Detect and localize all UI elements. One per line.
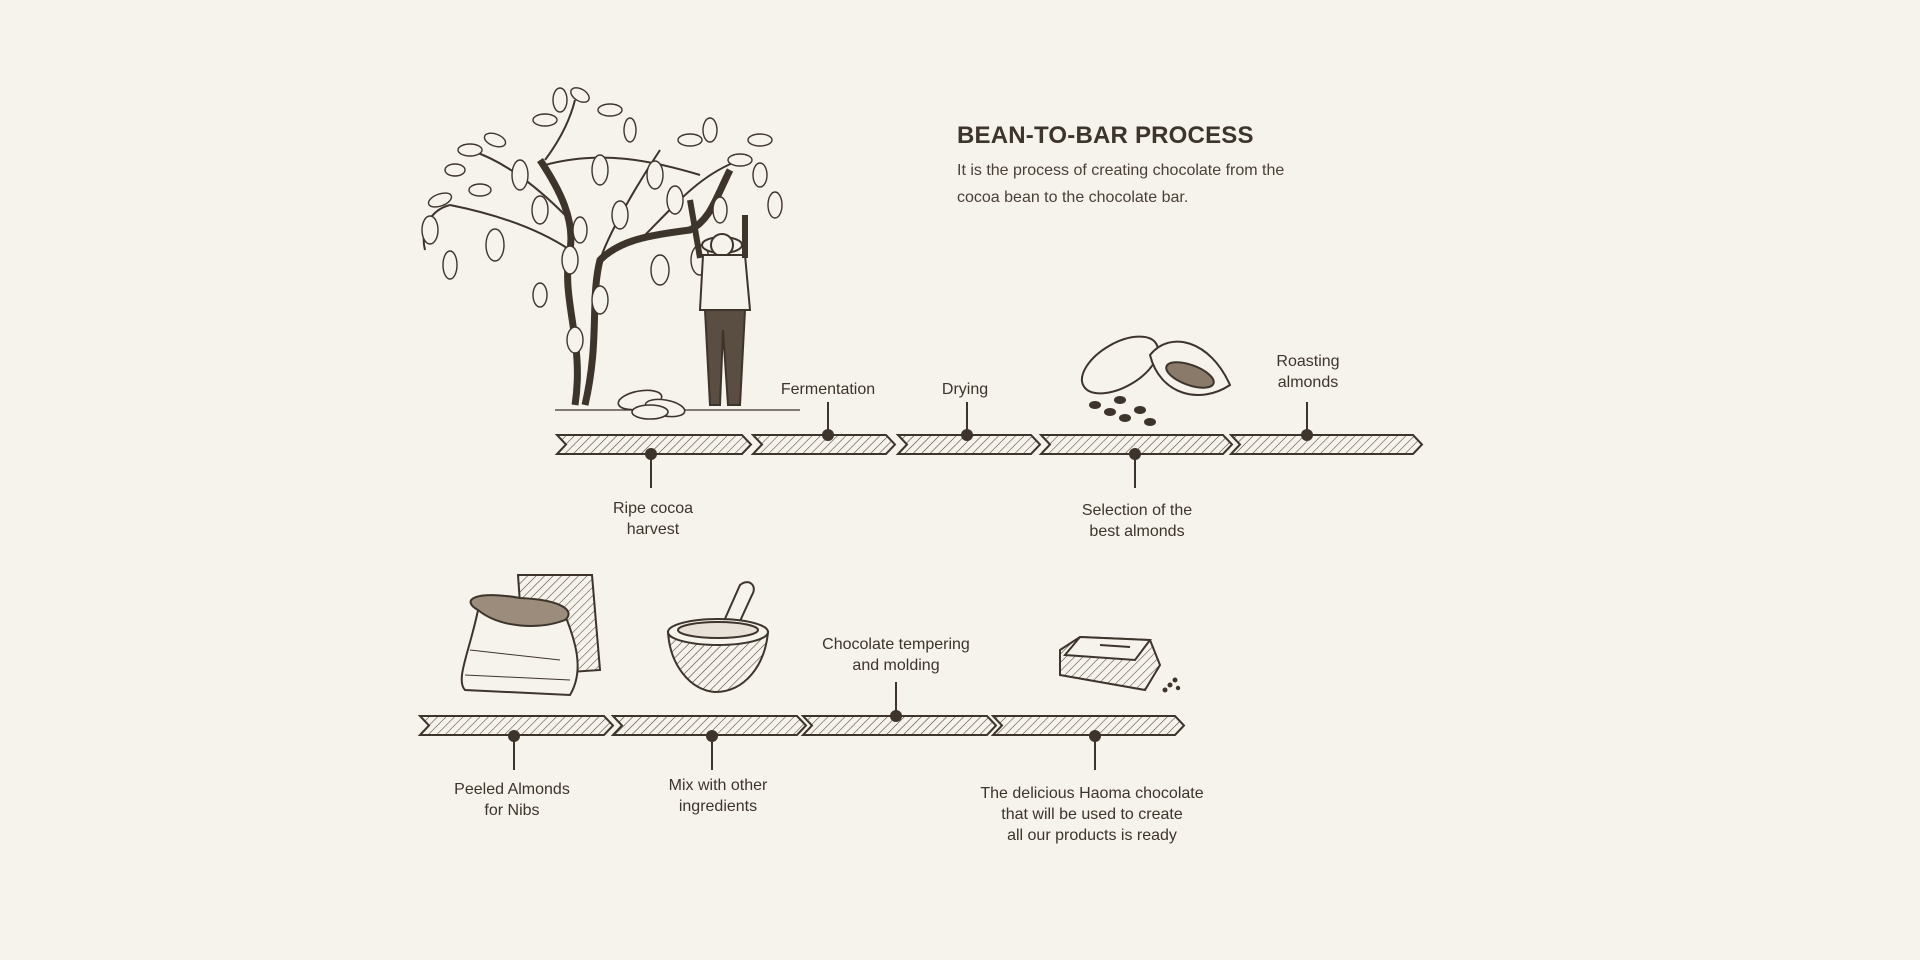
- mixing-bowl-illustration: [666, 581, 770, 694]
- chocolate-bar-illustration: [1059, 635, 1181, 693]
- marker-dot: [645, 448, 657, 460]
- marker-dot: [508, 730, 520, 742]
- timeline-arrow-segment: [895, 434, 1042, 455]
- timeline-arrow-segment: [750, 434, 897, 455]
- timeline-arrows: [417, 434, 1424, 736]
- timeline-arrow-segment: [417, 715, 615, 736]
- marker-dot: [1301, 429, 1313, 441]
- marker-dot: [706, 730, 718, 742]
- cocoa-tree-illustration: [421, 87, 800, 411]
- timeline-markers: [508, 402, 1313, 770]
- cocoa-sacks-illustration: [460, 574, 602, 697]
- open-cocoa-pod-illustration: [1081, 335, 1232, 426]
- timeline-arrow-segment: [554, 434, 753, 455]
- page-title: BEAN-TO-BAR PROCESS: [957, 122, 1254, 149]
- step-drying: Drying: [941, 381, 989, 398]
- timeline-arrow-segment: [1038, 434, 1234, 455]
- timeline-arrow-segment: [1228, 434, 1424, 455]
- marker-dot: [961, 429, 973, 441]
- marker-dot: [822, 429, 834, 441]
- timeline-arrow-segment: [990, 715, 1186, 736]
- marker-dot: [1089, 730, 1101, 742]
- timeline-arrow-segment: [800, 715, 998, 736]
- step-fermentation: Fermentation: [780, 381, 876, 398]
- marker-dot: [1129, 448, 1141, 460]
- timeline-arrow-segment: [610, 715, 808, 736]
- page-subtitle: It is the process of creating chocolate …: [957, 162, 1285, 206]
- farmer-illustration: [687, 199, 752, 406]
- cocoa-pods-illustration: [617, 389, 686, 420]
- marker-dot: [890, 710, 902, 722]
